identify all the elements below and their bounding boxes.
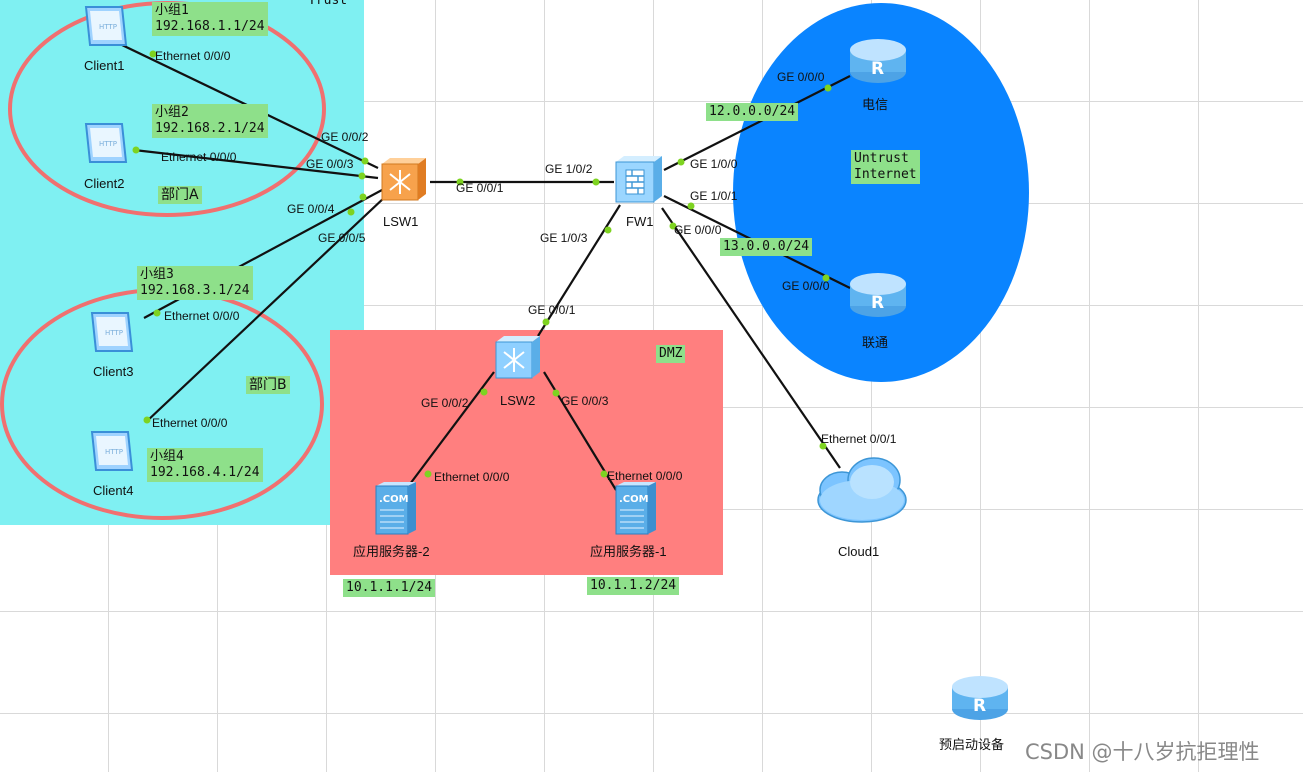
lsw1-port-ge001: GE 0/0/1	[456, 181, 504, 195]
lsw1-label: LSW1	[383, 214, 419, 229]
group1-name: 小组1	[155, 3, 189, 18]
fw1-firewall-icon[interactable]	[612, 154, 668, 206]
group4-name: 小组4	[150, 449, 184, 464]
lsw2-port-ge001: GE 0/0/1	[528, 303, 576, 317]
server1-label: 应用服务器-1	[590, 544, 667, 559]
telecom-subnet-tag: 12.0.0.0/24	[706, 103, 799, 121]
client4-port-label: Ethernet 0/0/0	[152, 416, 228, 430]
link-lsw2-server2	[403, 371, 495, 493]
unicom-label: 联通	[862, 335, 889, 350]
svg-text:HTTP: HTTP	[105, 448, 123, 456]
csdn-watermark: CSDN @十八岁抗拒理性	[1025, 740, 1260, 764]
department-a-tag: 部门A	[158, 186, 202, 204]
link-fw1-telecom	[663, 75, 851, 171]
telecom-router-icon[interactable]: R	[846, 36, 910, 86]
group3-tag: 小组3 192.168.3.1/24	[137, 266, 253, 300]
client3-label: Client3	[93, 364, 134, 379]
link-fw1-cloud	[661, 207, 841, 469]
standby-device-label: 预启动设备	[939, 737, 1005, 752]
group3-subnet: 192.168.3.1/24	[140, 283, 250, 298]
fw1-port-ge000: GE 0/0/0	[674, 223, 722, 237]
client2-icon[interactable]: HTTP	[80, 122, 132, 168]
client4-icon[interactable]: HTTP	[86, 430, 138, 476]
lsw2-label: LSW2	[500, 393, 536, 408]
lsw2-port-ge002: GE 0/0/2	[421, 396, 469, 410]
cloud1-port-label: Ethernet 0/0/1	[821, 432, 897, 446]
lsw1-port-ge002: GE 0/0/2	[321, 130, 369, 144]
unicom-router-icon[interactable]: R	[846, 270, 910, 320]
link-client2-lsw1	[133, 148, 379, 180]
client3-port-label: Ethernet 0/0/0	[164, 309, 240, 323]
client1-port-label: Ethernet 0/0/0	[155, 49, 231, 63]
cloud-icon[interactable]	[812, 452, 914, 532]
fw1-label: FW1	[626, 214, 654, 229]
lsw1-port-ge003: GE 0/0/3	[306, 157, 354, 171]
server2-subnet-tag: 10.1.1.1/24	[343, 579, 436, 597]
server2-icon[interactable]: .COM	[370, 480, 420, 538]
group2-tag: 小组2 192.168.2.1/24	[152, 104, 268, 138]
dmz-zone-label: DMZ	[656, 345, 686, 363]
svg-text:HTTP: HTTP	[105, 329, 123, 337]
server1-icon[interactable]: .COM	[610, 480, 660, 538]
telecom-label: 电信	[862, 97, 889, 112]
standby-router-icon[interactable]: R	[948, 673, 1012, 723]
group1-tag: 小组1 192.168.1.1/24	[152, 2, 268, 36]
server2-label: 应用服务器-2	[353, 544, 430, 559]
lsw1-port-ge005: GE 0/0/5	[318, 231, 366, 245]
fw1-port-ge102: GE 1/0/2	[545, 162, 593, 176]
fw1-port-ge101: GE 1/0/1	[690, 189, 738, 203]
svg-text:R: R	[871, 59, 884, 79]
client1-label: Client1	[84, 58, 125, 73]
server1-subnet-tag: 10.1.1.2/24	[587, 577, 680, 595]
group4-tag: 小组4 192.168.4.1/24	[147, 448, 263, 482]
svg-text:HTTP: HTTP	[99, 23, 117, 31]
trust-zone-label: Trust	[308, 0, 348, 8]
svg-text:.COM: .COM	[619, 494, 649, 505]
client3-icon[interactable]: HTTP	[86, 311, 138, 357]
trust-zone	[0, 0, 364, 525]
lsw1-port-ge004: GE 0/0/4	[287, 202, 335, 216]
lsw2-port-ge003: GE 0/0/3	[561, 394, 609, 408]
fw1-port-ge100: GE 1/0/0	[690, 157, 738, 171]
svg-text:.COM: .COM	[379, 494, 409, 505]
svg-text:R: R	[871, 293, 884, 313]
untrust-zone-label: Untrust Internet	[851, 150, 920, 184]
svg-text:R: R	[973, 696, 986, 716]
fw1-port-ge103: GE 1/0/3	[540, 231, 588, 245]
server2-port-label: Ethernet 0/0/0	[434, 470, 510, 484]
group4-subnet: 192.168.4.1/24	[150, 465, 260, 480]
group2-name: 小组2	[155, 105, 189, 120]
svg-text:HTTP: HTTP	[99, 140, 117, 148]
link-client4-lsw1	[145, 195, 387, 423]
link-fw1-lsw2	[537, 204, 621, 337]
server1-port-label: Ethernet 0/0/0	[607, 469, 683, 483]
client4-label: Client4	[93, 483, 134, 498]
telecom-port-ge000: GE 0/0/0	[777, 70, 825, 84]
cloud1-label: Cloud1	[838, 544, 880, 559]
lsw2-switch-icon[interactable]	[490, 334, 546, 384]
lsw1-switch-icon[interactable]	[376, 156, 432, 206]
group2-subnet: 192.168.2.1/24	[155, 121, 265, 136]
client2-label: Client2	[84, 176, 125, 191]
department-b-tag: 部门B	[246, 376, 290, 394]
department-b-ellipse	[0, 288, 324, 520]
unicom-port-ge000: GE 0/0/0	[782, 279, 830, 293]
unicom-subnet-tag: 13.0.0.0/24	[720, 238, 813, 256]
client1-icon[interactable]: HTTP	[80, 5, 132, 51]
group1-subnet: 192.168.1.1/24	[155, 19, 265, 34]
group3-name: 小组3	[140, 267, 174, 282]
client2-port-label: Ethernet 0/0/0	[161, 150, 237, 164]
